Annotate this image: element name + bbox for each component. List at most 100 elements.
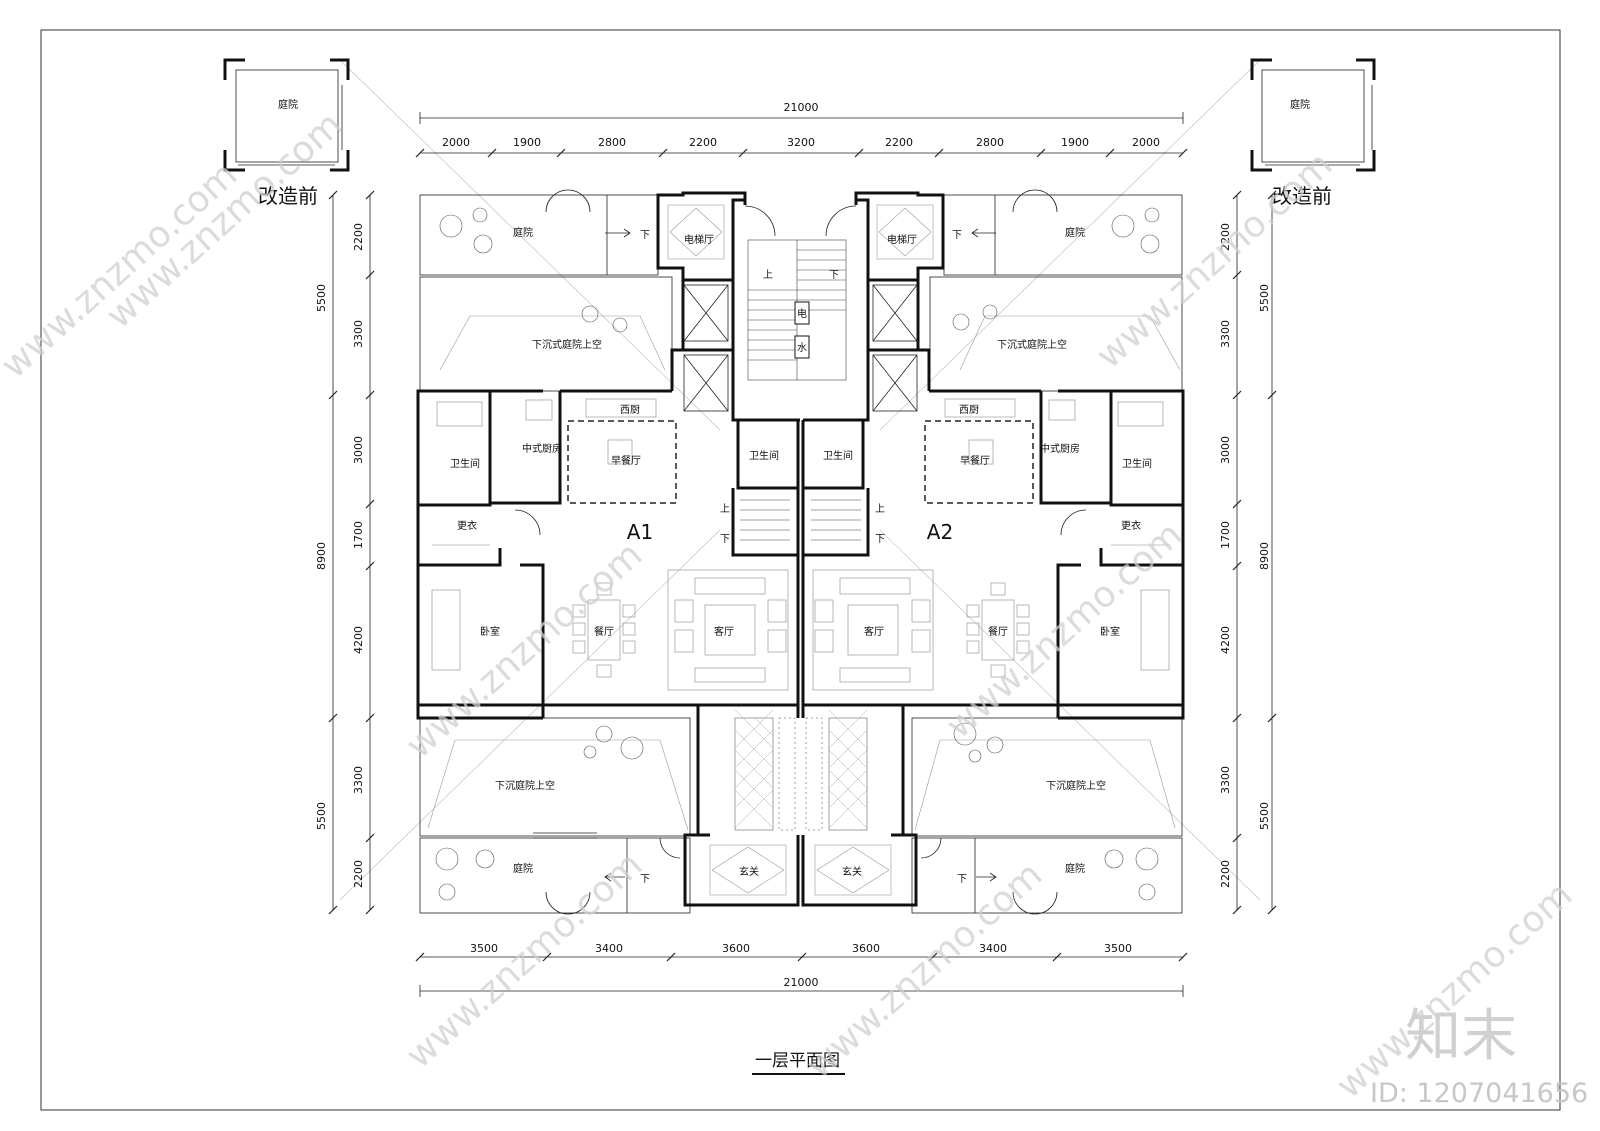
watermark-site-7: www.znzmo.com — [399, 844, 651, 1076]
unit-label-a2: A2 — [927, 520, 953, 544]
dim-left-3: 3000 — [352, 436, 365, 464]
label-sunken-upper-r: 下沉式庭院上空 — [997, 338, 1067, 351]
label-breakfast-r: 早餐厅 — [960, 454, 990, 467]
label-stair-down: 下 — [829, 270, 839, 281]
dim-left-1: 2200 — [352, 223, 365, 251]
watermark-site-5: www.znzmo.com — [1089, 144, 1341, 376]
preview-right-label: 改造前 — [1272, 184, 1332, 208]
label-elevator-hall-r: 电梯厅 — [887, 233, 917, 246]
hatched-strips — [734, 709, 868, 831]
label-chinese-kitchen-l: 中式厨房 — [522, 442, 562, 455]
label-down-1: 下 — [640, 230, 650, 241]
dim-total-top: 21000 — [784, 101, 819, 114]
dim-right-6: 3300 — [1219, 766, 1232, 794]
label-stair-up-r: 上 — [875, 503, 885, 515]
watermarks: www.znzmo.com www.znzmo.com www.znzmo.co… — [0, 104, 1580, 1106]
dim-right-4: 1700 — [1219, 521, 1232, 549]
dim-left-7: 2200 — [352, 860, 365, 888]
construction-lines — [339, 59, 1261, 901]
label-elevator-hall-l: 电梯厅 — [684, 233, 714, 246]
drawing-title: 一层平面图 — [755, 1051, 840, 1071]
label-water: 水 — [797, 342, 807, 354]
dim-left-4: 1700 — [352, 521, 365, 549]
label-bathroom-cr: 卫生间 — [823, 449, 853, 462]
dim-total-bottom: 21000 — [784, 976, 819, 989]
label-courtyard-tl: 庭院 — [513, 226, 533, 239]
label-courtyard-tr: 庭院 — [1065, 226, 1085, 239]
label-electric: 电 — [797, 307, 807, 320]
dim-top-4: 2200 — [689, 136, 717, 149]
label-western-kitchen-l: 西厨 — [620, 404, 640, 416]
stair-treads — [740, 239, 861, 541]
brand-id: ID: 1207041656 — [1370, 1078, 1588, 1109]
label-western-kitchen-r: 西厨 — [959, 404, 979, 416]
dim-bottom-2: 3400 — [595, 942, 623, 955]
watermark-site-3: www.znzmo.com — [399, 534, 651, 766]
label-foyer-l: 玄关 — [739, 865, 759, 878]
label-courtyard-bl: 庭院 — [513, 862, 533, 875]
dim-left-outer-2: 8900 — [315, 542, 328, 570]
watermark-site-8: www.znzmo.com — [1329, 874, 1581, 1106]
label-stair-down-l: 下 — [720, 534, 730, 545]
breakfast-outline-left — [567, 420, 677, 504]
dim-right-2: 3300 — [1219, 320, 1232, 348]
dim-bottom-5: 3400 — [979, 942, 1007, 955]
dim-bottom-1: 3500 — [470, 942, 498, 955]
dim-right-outer-2: 8900 — [1258, 542, 1271, 570]
dim-bottom-3: 3600 — [722, 942, 750, 955]
elevator-shafts — [667, 204, 934, 896]
label-dressing-r: 更衣 — [1121, 519, 1141, 532]
dim-left-2: 3300 — [352, 320, 365, 348]
label-sunken-lower-r: 下沉庭院上空 — [1046, 779, 1106, 792]
dim-left-6: 3300 — [352, 766, 365, 794]
drawing-border — [40, 29, 1561, 1111]
label-foyer-r: 玄关 — [842, 865, 862, 878]
preview-right-room: 庭院 — [1290, 98, 1310, 111]
preview-right: 庭院 改造前 — [1250, 58, 1376, 208]
dim-right-7: 2200 — [1219, 860, 1232, 888]
room-labels: 庭院 庭院 庭院 庭院 电梯厅 电梯厅 下 下 下 下 上 下 电 水 下沉式庭… — [450, 226, 1152, 885]
dim-right-3: 3000 — [1219, 436, 1232, 464]
label-bathroom-l: 卫生间 — [450, 457, 480, 470]
arrows — [604, 228, 997, 882]
label-sunken-upper-l: 下沉式庭院上空 — [532, 338, 602, 351]
label-stair-up-l: 上 — [720, 503, 730, 515]
label-dining-l: 餐厅 — [594, 625, 614, 638]
label-bedroom-r: 卧室 — [1100, 625, 1120, 638]
dim-top-6: 2200 — [885, 136, 913, 149]
dim-left-5: 4200 — [352, 626, 365, 654]
watermark-site-1: www.znzmo.com — [0, 154, 245, 386]
dim-top-7: 2800 — [976, 136, 1004, 149]
main-walls — [416, 191, 1185, 907]
label-dressing-l: 更衣 — [457, 519, 477, 532]
label-chinese-kitchen-r: 中式厨房 — [1040, 442, 1080, 455]
preview-left-label: 改造前 — [258, 184, 318, 208]
dim-left-outer-1: 5500 — [315, 284, 328, 312]
label-down-4: 下 — [957, 874, 967, 885]
dimension-texts: 21000 2000 1900 2800 2200 3200 2200 2800… — [315, 101, 1271, 989]
dim-left-outer-3: 5500 — [315, 802, 328, 830]
label-courtyard-br: 庭院 — [1065, 862, 1085, 875]
watermark-site-6: www.znzmo.com — [799, 854, 1051, 1086]
dim-top-2: 1900 — [513, 136, 541, 149]
label-bathroom-cl: 卫生间 — [749, 449, 779, 462]
breakfast-outline-right — [924, 420, 1034, 504]
dim-right-5: 4200 — [1219, 626, 1232, 654]
label-stair-up: 上 — [763, 269, 773, 281]
dim-right-1: 2200 — [1219, 223, 1232, 251]
dim-bottom-4: 3600 — [852, 942, 880, 955]
dim-right-outer-1: 5500 — [1258, 284, 1271, 312]
site-outlines — [419, 194, 1183, 914]
dim-right-outer-3: 5500 — [1258, 802, 1271, 830]
dim-top-5: 3200 — [787, 136, 815, 149]
label-stair-down-r: 下 — [875, 534, 885, 545]
label-bedroom-l: 卧室 — [480, 625, 500, 638]
plants — [435, 207, 1160, 901]
watermark-site-2: www.znzmo.com — [99, 104, 351, 336]
watermark-site-4: www.znzmo.com — [939, 514, 1191, 746]
label-breakfast-l: 早餐厅 — [611, 454, 641, 467]
label-dining-r: 餐厅 — [988, 625, 1008, 638]
unit-label-a1: A1 — [627, 520, 653, 544]
brand-logo: 知末 — [1405, 1004, 1517, 1069]
